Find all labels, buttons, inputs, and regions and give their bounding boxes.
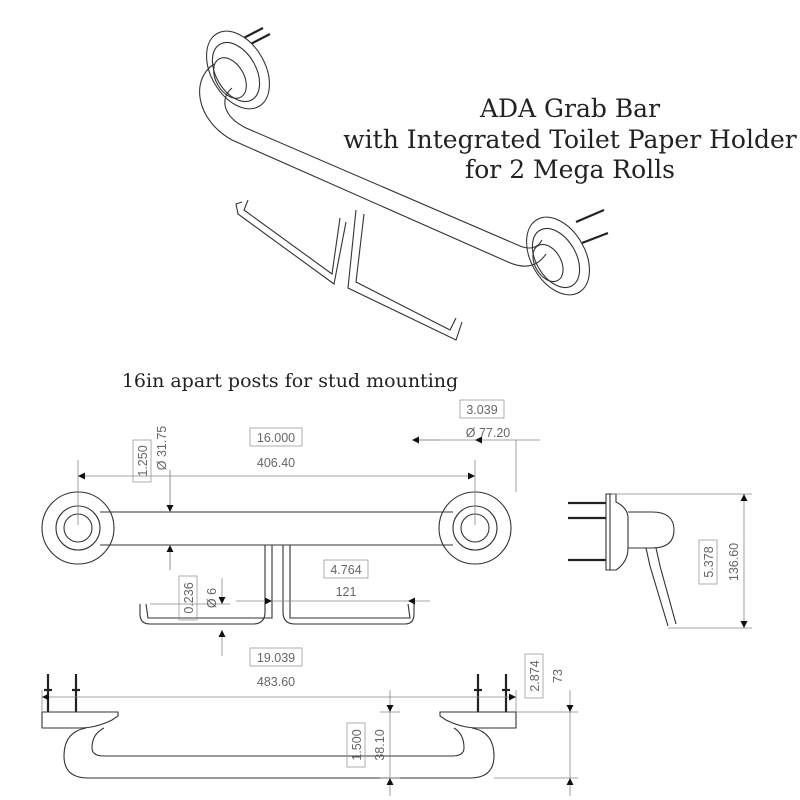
overall-length-mm: 483.60 [257,675,295,689]
title-line-2: with Integrated Toilet Paper Holder [343,125,796,154]
depth-mm: 136.60 [727,543,741,581]
depth-in: 5.378 [702,546,716,577]
top-view: 19.039 483.60 1.500 38.10 2.874 73 [41,647,578,796]
projection-in: 1.500 [350,729,364,760]
flange-dia-in: 1.250 [136,445,150,476]
side-view: 5.378 136.60 [568,493,752,629]
post-spacing-in: 16.000 [257,431,295,445]
projection-mm: 38.10 [373,729,387,760]
post-spacing-in-box [249,427,303,447]
product-title: ADA Grab Bar with Integrated Toilet Pape… [343,94,796,184]
iso-paper-holder [235,199,463,341]
iso-right-flange [526,208,609,296]
front-view: 16.000 406.40 1.250 Ø 31.75 3.039 Ø 77.2… [41,399,540,656]
overall-length-in: 19.039 [257,651,295,665]
rod-dia-in: 0.236 [182,582,196,613]
arm-length-in: 4.764 [330,563,361,577]
mounting-note: 16in apart posts for stud mounting [122,370,458,392]
cover-dia-in: 3.039 [466,403,497,417]
cover-dia-mm: Ø 77.20 [466,426,511,440]
flange-dia-mm: Ø 31.75 [155,426,169,471]
isometric-view [199,27,609,341]
iso-bar [199,63,547,267]
flange-height-in: 2.874 [528,660,542,691]
rod-dia-mm: Ø 6 [205,588,219,608]
title-line-1: ADA Grab Bar [479,94,660,123]
iso-left-flange [206,27,271,110]
title-line-3: for 2 Mega Rolls [465,155,675,184]
arm-length-mm: 121 [336,585,357,599]
flange-height-mm: 73 [551,669,565,683]
post-spacing-mm: 406.40 [257,456,295,470]
